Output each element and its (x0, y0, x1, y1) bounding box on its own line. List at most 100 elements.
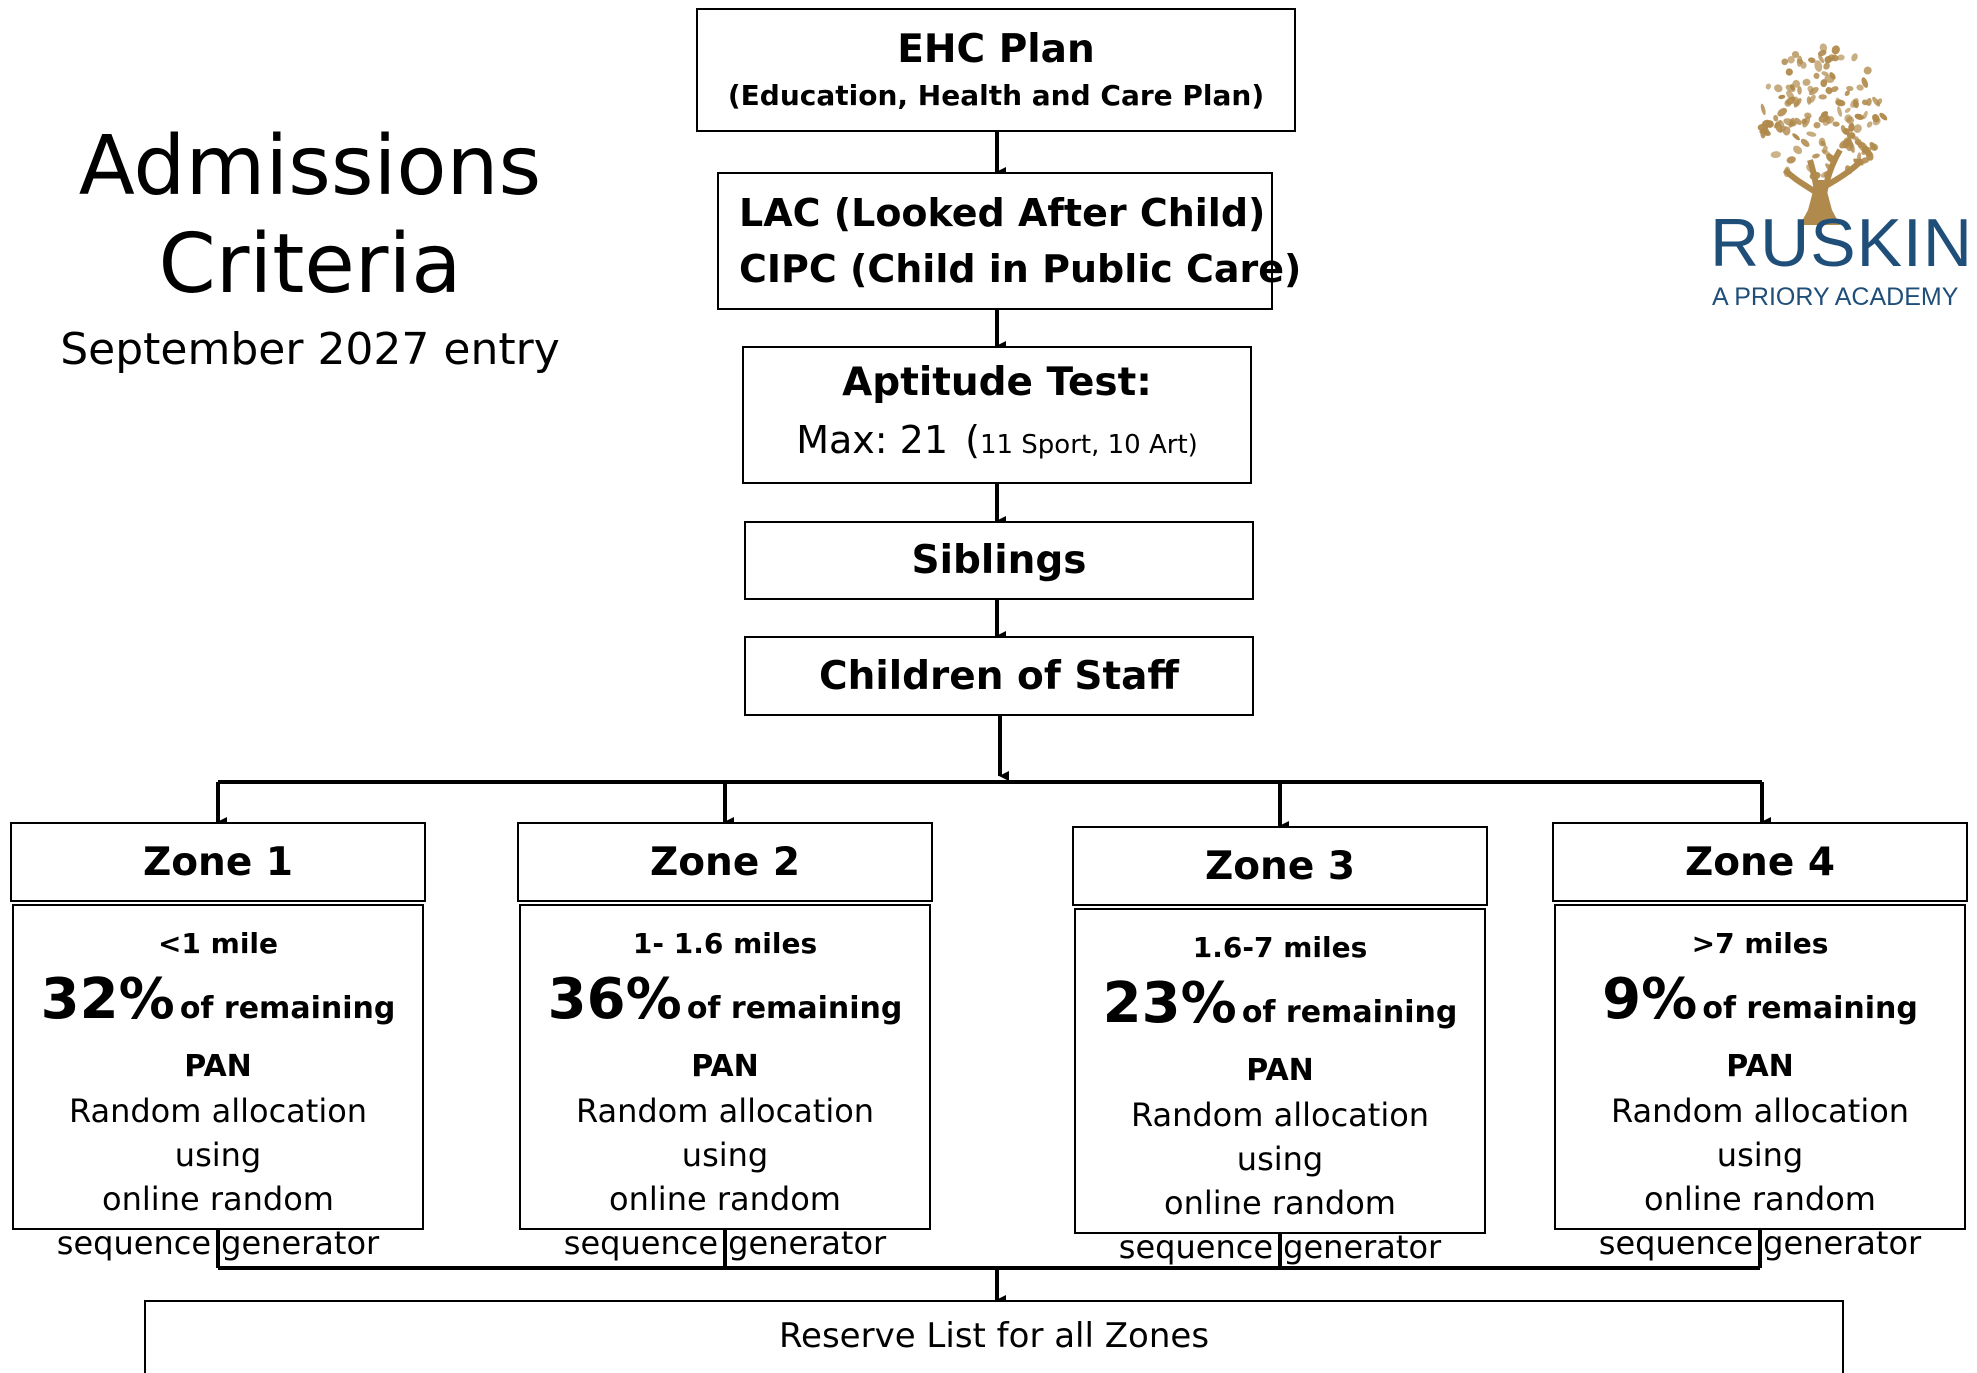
tree-leaf (1835, 99, 1846, 107)
tree-leaf (1786, 90, 1795, 101)
siblings-label: Siblings (911, 538, 1087, 583)
tree-leaf (1808, 57, 1816, 63)
tree-leaf (1806, 96, 1812, 105)
tree-leaf (1789, 120, 1797, 127)
tree-leaf (1825, 163, 1833, 171)
zone-2-details: 1- 1.6 miles 36% of remaining PAN Random… (519, 904, 931, 1262)
tree-leaf (1781, 58, 1788, 66)
reserve-list-box: Reserve List for all Zones (144, 1300, 1844, 1373)
cipc-line: CIPC (Child in Public Care) (739, 247, 1302, 291)
zone-1-header: Zone 1 (10, 822, 426, 902)
tree-leaf (1800, 61, 1807, 69)
zone-1-name: Zone 1 (142, 839, 293, 885)
tree-leaf (1831, 45, 1840, 55)
page-title-line-1: Admissions (78, 119, 542, 214)
tree-leaf (1808, 87, 1819, 96)
tree-leaf (1797, 86, 1802, 95)
aptitude-test-detail: 11 Sport, 10 Art) (979, 430, 1198, 460)
tree-leaf (1876, 98, 1883, 106)
tree-leaf (1785, 68, 1793, 76)
zone-3-percent-suffix: of remaining (1241, 995, 1458, 1030)
logo-tagline: A PRIORY ACADEMY (1712, 283, 1959, 311)
tree-leaf (1786, 156, 1796, 164)
tree-leaf (1783, 166, 1791, 178)
zone-2-percent: 36% (547, 967, 682, 1032)
tree-leaf (1793, 98, 1802, 108)
zone-2-pan: PAN (691, 1049, 759, 1084)
tree-leaf (1870, 143, 1879, 152)
tree-leaf (1859, 157, 1870, 164)
tree-leaf (1760, 103, 1766, 116)
tree-leaf (1844, 90, 1850, 97)
aptitude-test-title: Aptitude Test: (842, 360, 1152, 405)
tree-leaf (1850, 98, 1859, 108)
zone-3-method-line-2: online random (1164, 1184, 1396, 1222)
children-of-staff-box: Children of Staff (744, 636, 1254, 716)
zone-3-pan: PAN (1246, 1053, 1314, 1088)
tree-leaf (1813, 121, 1821, 129)
zone-1-percent: 32% (40, 967, 175, 1032)
zone-1-pan: PAN (184, 1049, 252, 1084)
aptitude-test-box: Aptitude Test: Max: 21 (11 Sport, 10 Art… (742, 346, 1252, 484)
tree-leaf (1848, 122, 1855, 132)
tree-leaf (1813, 72, 1820, 79)
tree-leaf (1809, 171, 1821, 180)
tree-icon (1757, 43, 1888, 225)
tree-leaf (1850, 134, 1857, 140)
page-title-line-2: Criteria (158, 217, 462, 312)
zone-4-percent-suffix: of remaining (1702, 991, 1918, 1026)
tree-leaf (1830, 86, 1839, 93)
zone-2-method-line-1: Random allocation using (575, 1092, 875, 1174)
title-block: Admissions Criteria September 2027 entry (40, 118, 580, 378)
tree-leaf (1821, 71, 1829, 77)
tree-leaf (1812, 153, 1820, 159)
zone-2-name: Zone 2 (649, 839, 800, 885)
zone-1-percent-line: 32% of remaining (41, 968, 396, 1045)
tree-leaf (1837, 106, 1843, 117)
ehc-plan-subtitle: (Education, Health and Care Plan) (727, 79, 1265, 112)
zone-2-percent-line: 36% of remaining (548, 968, 903, 1045)
tree-leaf (1802, 116, 1811, 128)
logo-wordmark: RUSKIN (1710, 205, 1973, 281)
tree-leaf (1792, 79, 1801, 88)
zone-3-method-line-3: sequence generator (1118, 1228, 1442, 1266)
tree-leaf (1774, 84, 1783, 93)
zone-3-header: Zone 3 (1072, 826, 1488, 906)
tree-leaf (1822, 115, 1831, 126)
zone-1-distance: <1 mile (157, 927, 279, 960)
tree-leaf (1853, 158, 1860, 165)
siblings-box: Siblings (744, 521, 1254, 600)
tree-leaf (1824, 55, 1832, 64)
tree-leaf (1866, 121, 1873, 128)
tree-leaf (1837, 54, 1845, 61)
tree-leaf (1818, 137, 1826, 147)
reserve-list-label: Reserve List for all Zones (778, 1316, 1210, 1356)
lac-line: LAC (Looked After Child) (739, 191, 1266, 235)
tree-leaf (1853, 124, 1862, 133)
tree-leaf (1792, 133, 1800, 141)
tree-leaf (1770, 151, 1781, 159)
tree-leaf (1865, 149, 1874, 161)
tree-leaf (1791, 50, 1800, 59)
zone-3-method-line-1: Random allocation using (1130, 1096, 1430, 1178)
tree-leaf (1814, 60, 1823, 72)
tree-leaf (1820, 111, 1829, 118)
zone-4-distance: >7 miles (1691, 927, 1829, 960)
zone-2-header: Zone 2 (517, 822, 933, 902)
tree-leaf (1806, 131, 1817, 137)
tree-leaf (1822, 145, 1828, 154)
tree-leaf (1773, 120, 1782, 129)
tree-leaf (1856, 84, 1864, 91)
zone-1-details: <1 mile 32% of remaining PAN Random allo… (12, 904, 424, 1262)
tree-leaf (1845, 165, 1853, 175)
tree-leaf (1782, 126, 1791, 136)
tree-leaf (1787, 56, 1795, 64)
tree-leaf (1832, 121, 1840, 127)
zone-4-details: >7 miles 9% of remaining PAN Random allo… (1554, 904, 1966, 1262)
tree-leaf (1820, 79, 1828, 88)
zone-3-details: 1.6-7 miles 23% of remaining PAN Random … (1074, 908, 1486, 1266)
zone-1-method-line-3: sequence generator (56, 1224, 380, 1262)
tree-leaf (1824, 75, 1835, 83)
tree-leaf (1825, 86, 1833, 95)
zone-2-method-line-2: online random (609, 1180, 841, 1218)
